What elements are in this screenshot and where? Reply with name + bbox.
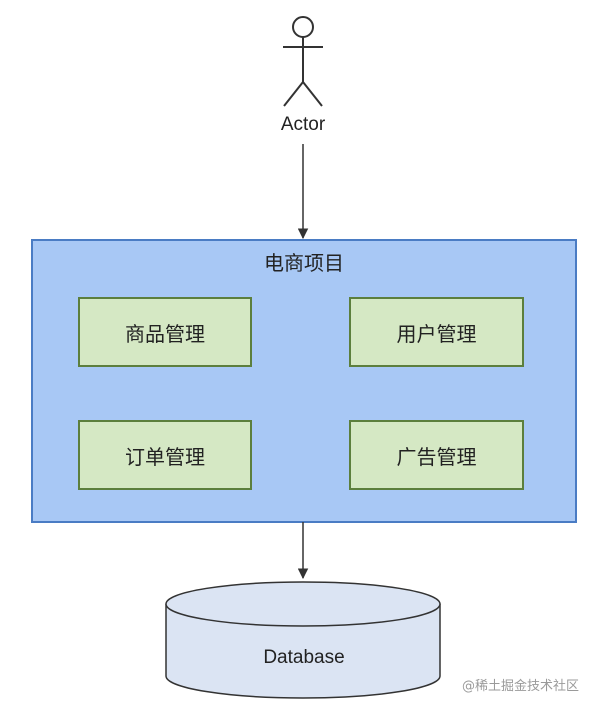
module-label: 用户管理 bbox=[396, 321, 477, 346]
module-ad-management: 广告管理 bbox=[349, 420, 524, 490]
module-order-management: 订单管理 bbox=[78, 420, 252, 490]
project-title: 电商项目 bbox=[264, 251, 344, 275]
module-user-management: 用户管理 bbox=[349, 297, 524, 367]
module-label: 商品管理 bbox=[125, 321, 205, 346]
module-label: 广告管理 bbox=[396, 444, 477, 469]
module-product-management: 商品管理 bbox=[78, 297, 252, 367]
database-label: Database bbox=[263, 647, 345, 668]
actor-label: Actor bbox=[280, 114, 326, 135]
watermark: @稀土掘金技术社区 bbox=[462, 679, 580, 694]
actor-icon bbox=[283, 16, 323, 107]
module-label: 订单管理 bbox=[125, 444, 205, 469]
database-cylinder-icon bbox=[165, 581, 441, 699]
